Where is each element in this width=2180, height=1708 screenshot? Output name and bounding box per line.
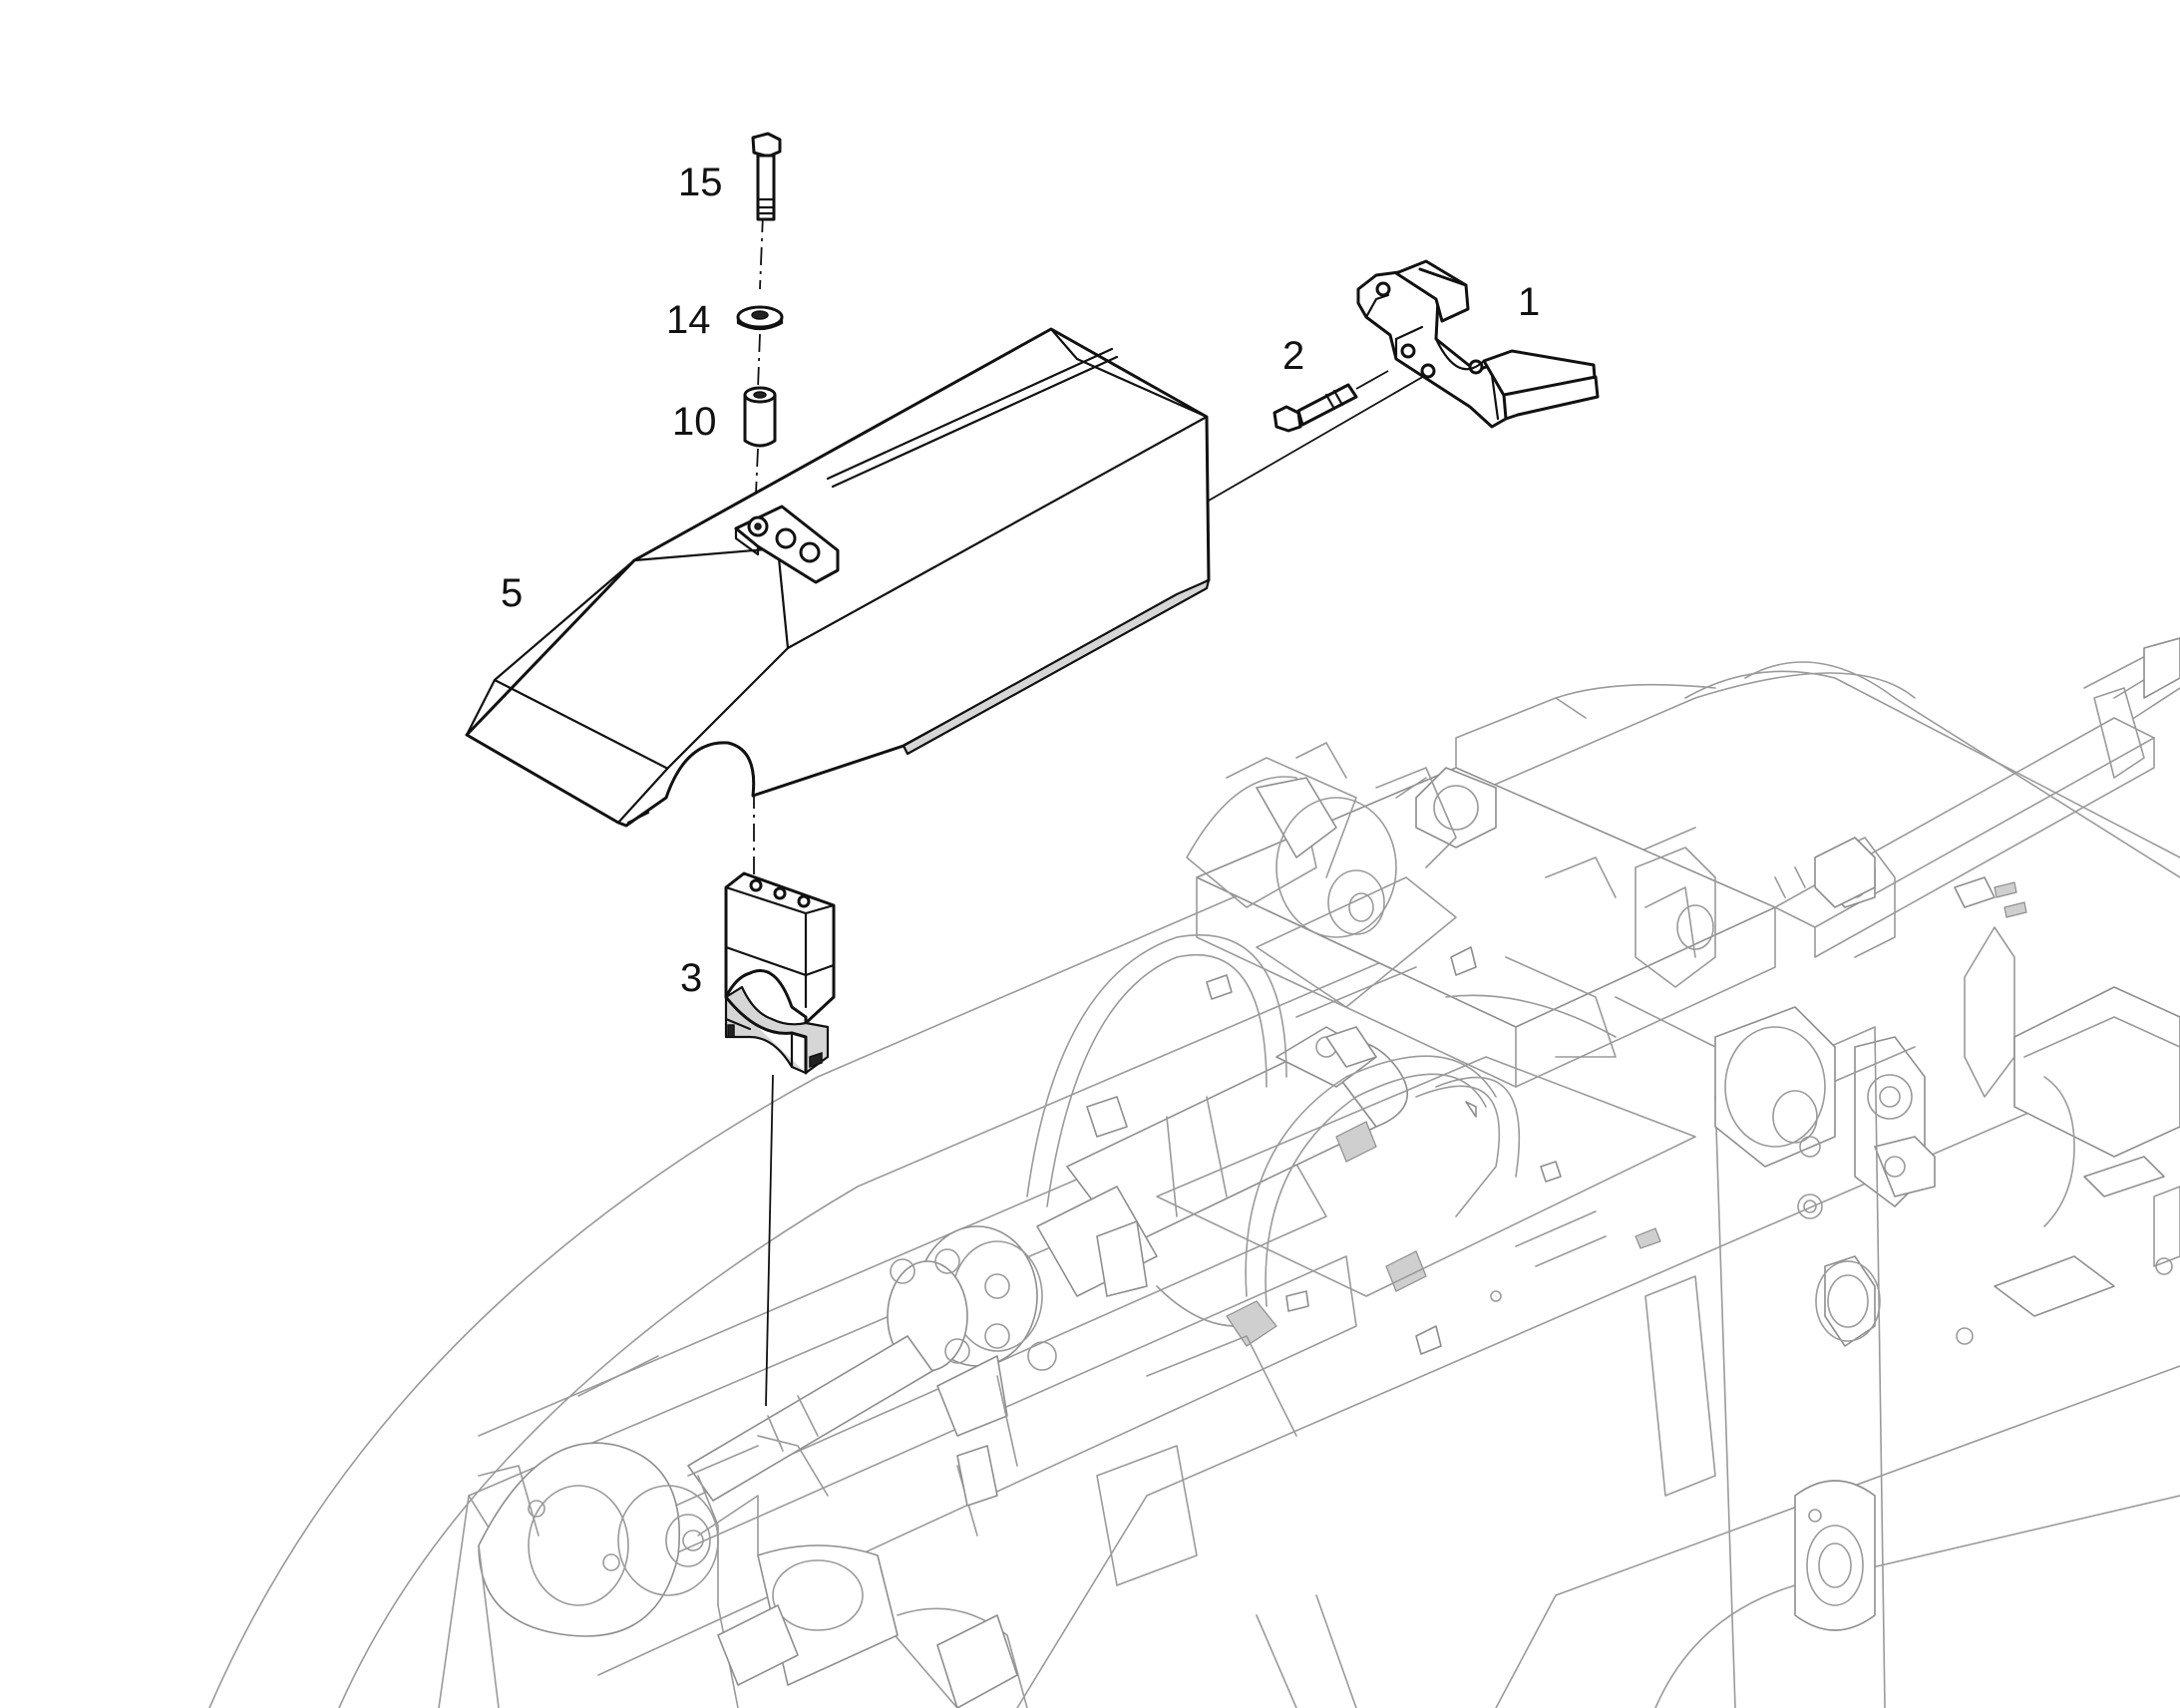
callout-15: 15 — [678, 161, 723, 204]
bracket-part-1 — [1356, 259, 1600, 429]
callout-labels: 15 14 10 5 2 1 3 — [501, 161, 1540, 1000]
washer-part-14 — [736, 305, 784, 331]
assembly-centerline — [753, 213, 764, 877]
cover-hood-part-5 — [465, 327, 1211, 828]
callout-14: 14 — [666, 298, 711, 342]
callout-10: 10 — [672, 400, 717, 444]
leader-line-hood-to-bracket — [1208, 374, 1427, 502]
callout-1: 1 — [1518, 280, 1540, 324]
clamp-block-part-3 — [724, 871, 836, 1075]
callout-5: 5 — [501, 571, 523, 615]
callout-3: 3 — [680, 956, 702, 1000]
leader-line-clamp-to-rod — [765, 1074, 774, 1407]
bolt-part-15 — [751, 132, 782, 221]
callout-2: 2 — [1282, 334, 1304, 378]
spacer-sleeve-part-10 — [743, 386, 777, 448]
bolt-part-2 — [1272, 370, 1389, 433]
hydraulic-cylinder — [687, 1026, 1408, 1502]
loader-frame-background — [208, 637, 2180, 1708]
